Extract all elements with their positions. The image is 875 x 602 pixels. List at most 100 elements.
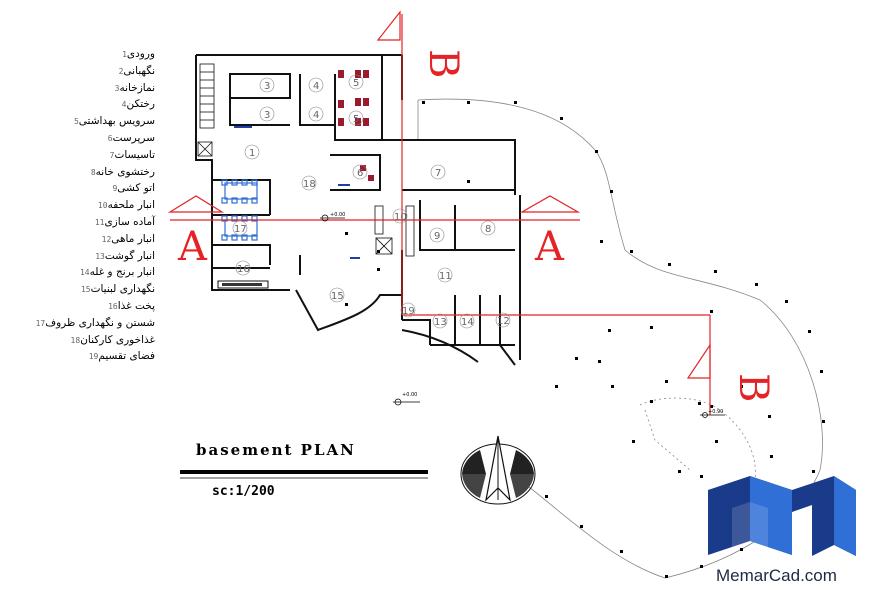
room-number: 3 bbox=[264, 110, 270, 121]
room-number: 14 bbox=[461, 317, 474, 328]
legend-item: آماده سازی11 bbox=[10, 214, 155, 231]
elevation-label: +0.00 bbox=[330, 212, 345, 218]
legend-item: پخت غذا16 bbox=[10, 298, 155, 315]
stair-left bbox=[197, 63, 215, 157]
legend-text: نمازخانه bbox=[119, 81, 155, 94]
room-number: 4 bbox=[313, 81, 319, 92]
elevation-label: +0.90 bbox=[708, 409, 723, 415]
room-tags bbox=[232, 74, 511, 329]
plan-title: basement PLAN bbox=[196, 441, 356, 459]
room-number: 12 bbox=[497, 316, 510, 327]
legend-item: شستن و نگهداری ظروف17 bbox=[10, 315, 155, 332]
legend-number: 7 bbox=[109, 150, 115, 160]
legend-item: ورودی1 bbox=[10, 46, 155, 63]
legend-item: انبار برنج و غله14 bbox=[10, 264, 155, 281]
room-numbers: 1 3 3 4 4 5 5 6 7 8 9 10 11 12 13 14 15 … bbox=[234, 78, 510, 328]
legend-item: سرویس بهداشتی5 bbox=[10, 113, 155, 130]
legend-item: انبار ملحفه10 bbox=[10, 197, 155, 214]
legend-item: رختشوی خانه8 bbox=[10, 164, 155, 181]
room-number: 8 bbox=[485, 224, 491, 235]
legend-text: رختکن bbox=[126, 98, 155, 111]
legend-text: نگهداری لبنیات bbox=[90, 283, 155, 296]
legend-text: نگهبانی bbox=[123, 64, 155, 77]
legend-text: سرویس بهداشتی bbox=[78, 115, 155, 128]
legend-item: سرپرست6 bbox=[10, 130, 155, 147]
room-number: 3 bbox=[264, 81, 270, 92]
legend-number: 10 bbox=[97, 201, 108, 211]
legend-item: نمازخانه3 bbox=[10, 80, 155, 97]
room-number: 17 bbox=[234, 224, 247, 235]
legend-number: 13 bbox=[95, 251, 105, 261]
room-number: 18 bbox=[303, 179, 316, 190]
legend-item: انبار ماهی12 bbox=[10, 231, 155, 248]
legend-text: پخت غذا bbox=[117, 299, 155, 312]
section-letters: A A B B bbox=[177, 49, 776, 402]
room-number: 11 bbox=[439, 271, 452, 282]
legend-text: ورودی bbox=[126, 48, 155, 60]
legend-number: 18 bbox=[70, 335, 81, 345]
room-number: 7 bbox=[435, 168, 441, 179]
section-b-bottom-label: B bbox=[730, 373, 776, 402]
wc-fixtures bbox=[338, 70, 374, 181]
room-number: 19 bbox=[402, 306, 415, 317]
room-number: 4 bbox=[313, 110, 319, 121]
title-underline bbox=[180, 470, 428, 479]
legend-text: اتو کشی bbox=[117, 182, 155, 195]
legend-text: آماده سازی bbox=[104, 215, 155, 228]
section-a-right-label: A bbox=[534, 224, 565, 270]
section-a-left-label: A bbox=[177, 224, 208, 270]
legend-text: انبار ملحفه bbox=[107, 199, 155, 212]
room-number: 9 bbox=[434, 231, 440, 242]
legend-number: 3 bbox=[114, 83, 120, 93]
legend-text: تاسیسات bbox=[114, 148, 155, 161]
legend-item: تاسیسات7 bbox=[10, 147, 155, 164]
room-number: 5 bbox=[353, 114, 359, 125]
legend-item: نگهداری لبنیات15 bbox=[10, 281, 155, 298]
legend-number: 2 bbox=[118, 66, 124, 76]
legend-text: رختشوی خانه bbox=[95, 165, 155, 178]
section-b-top-label: B bbox=[420, 49, 466, 78]
legend-number: 9 bbox=[112, 184, 118, 194]
room-number: 10 bbox=[394, 212, 407, 223]
elevation-label: +0.00 bbox=[402, 392, 417, 398]
elevation-markers bbox=[320, 214, 725, 418]
legend-number: 17 bbox=[35, 318, 46, 328]
legend-item: غذاخوری کارکنان18 bbox=[10, 332, 155, 349]
legend-item: نگهبانی2 bbox=[10, 63, 155, 80]
legend-text: غذاخوری کارکنان bbox=[80, 333, 155, 346]
legend-number: 11 bbox=[94, 217, 105, 227]
legend-number: 4 bbox=[121, 100, 127, 110]
room-number: 5 bbox=[353, 78, 359, 89]
legend-text: فضای تقسیم bbox=[98, 350, 155, 363]
room-number: 13 bbox=[434, 317, 447, 328]
memarcad-logo-icon bbox=[708, 476, 856, 556]
legend-item: انبار گوشت13 bbox=[10, 248, 155, 265]
room-number: 1 bbox=[249, 148, 255, 159]
legend-number: 5 bbox=[73, 117, 79, 127]
blue-markers bbox=[234, 126, 360, 259]
legend-item: رختکن4 bbox=[10, 96, 155, 113]
legend-number: 12 bbox=[101, 234, 112, 244]
legend-number: 16 bbox=[108, 301, 118, 311]
legend-text: انبار ماهی bbox=[111, 232, 155, 245]
legend-text: شستن و نگهداری ظروف bbox=[45, 316, 155, 329]
legend-number: 6 bbox=[107, 133, 113, 143]
legend-number: 19 bbox=[88, 352, 99, 362]
legend-item: اتو کشی9 bbox=[10, 180, 155, 197]
legend-number: 8 bbox=[90, 167, 96, 177]
room-number: 16 bbox=[237, 264, 250, 275]
legend-text: انبار برنج و غله bbox=[89, 266, 155, 279]
legend-number: 14 bbox=[79, 268, 90, 278]
north-arrow-icon bbox=[460, 435, 536, 505]
legend-number: 1 bbox=[122, 50, 127, 59]
legend-item: فضای تقسیم19 bbox=[10, 348, 155, 365]
legend-text: انبار گوشت bbox=[104, 249, 155, 262]
legend-number: 15 bbox=[80, 285, 91, 295]
room-number: 15 bbox=[331, 291, 344, 302]
section-lines bbox=[167, 10, 711, 415]
dining-tables bbox=[221, 179, 258, 241]
room-number: 6 bbox=[357, 168, 363, 179]
watermark-text: MemarCad.com bbox=[716, 566, 837, 585]
